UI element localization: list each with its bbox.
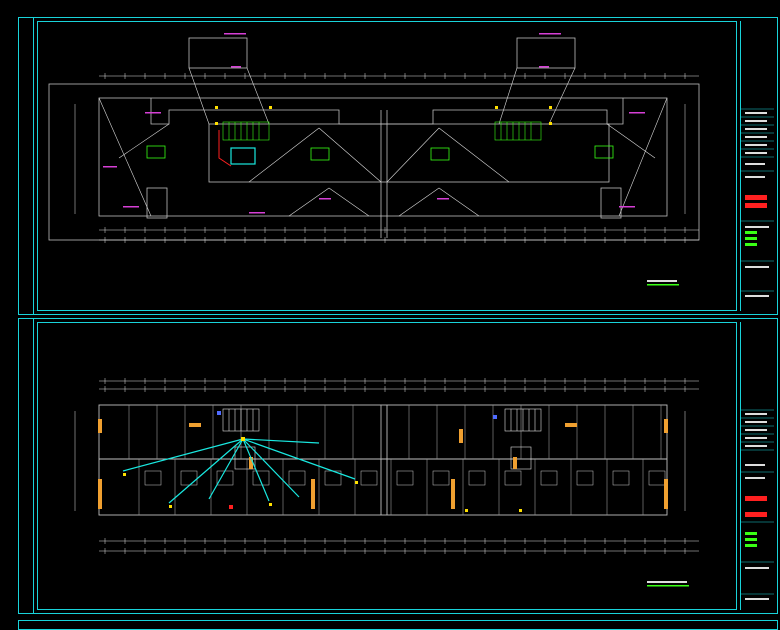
green-tag (745, 231, 757, 234)
dimension-ticks (104, 73, 686, 243)
dimension-lines (74, 380, 699, 552)
green-tag (745, 243, 757, 246)
furniture (180, 470, 198, 486)
cyan-device-box (230, 147, 256, 165)
title-block (740, 322, 774, 610)
cyan-wiring (122, 438, 356, 504)
green-tag (745, 544, 757, 547)
red-tag (745, 496, 767, 501)
green-fixtures (146, 145, 614, 161)
furniture (396, 470, 414, 486)
sheet-left-strip (19, 18, 34, 314)
room-partitions (128, 405, 666, 515)
floor-plan-sheet (18, 318, 778, 614)
roof-outline (48, 37, 700, 241)
caption-text-bar (647, 280, 677, 282)
caption-text-bar (647, 581, 687, 583)
yellow-markers (215, 106, 552, 125)
title-block-lines (741, 409, 774, 600)
drawing-frame (37, 322, 737, 610)
green-tag (745, 538, 757, 541)
floor-walls (98, 404, 668, 516)
blue-marker (493, 415, 497, 419)
structural-columns (98, 419, 668, 509)
red-tag (745, 195, 767, 200)
furniture (504, 470, 522, 486)
stair-left (222, 121, 270, 141)
furniture (360, 470, 378, 486)
dimension-lines (74, 75, 699, 241)
green-tag (745, 237, 757, 240)
furniture (144, 470, 162, 486)
title-block (740, 21, 774, 311)
drawing-frame (37, 21, 737, 311)
roof-plan-sheet (18, 17, 778, 315)
furniture (216, 470, 234, 486)
yellow-markers (123, 437, 522, 512)
furniture (576, 470, 594, 486)
floor-plan-drawing (74, 378, 699, 587)
furniture (648, 470, 666, 486)
red-tag (745, 512, 767, 517)
red-marker (229, 505, 233, 509)
furniture (612, 470, 630, 486)
stair-cores (222, 408, 542, 470)
stair-right (494, 121, 542, 141)
next-sheet-edge (18, 620, 778, 630)
red-tag (745, 203, 767, 208)
title-block-lines (741, 108, 774, 297)
furniture (540, 470, 558, 486)
dimension-ticks (104, 378, 686, 554)
caption-underline (647, 585, 689, 587)
sheet-left-strip (19, 319, 34, 613)
caption-underline (647, 284, 679, 286)
roof-slopes (98, 67, 668, 217)
furniture (468, 470, 486, 486)
furniture (252, 470, 270, 486)
green-tag (745, 532, 757, 535)
roof-plan-drawing (48, 33, 700, 286)
red-wiring (218, 130, 232, 167)
blue-marker (217, 411, 221, 415)
furniture (432, 470, 450, 486)
annotations (103, 33, 645, 214)
furniture (288, 470, 306, 486)
